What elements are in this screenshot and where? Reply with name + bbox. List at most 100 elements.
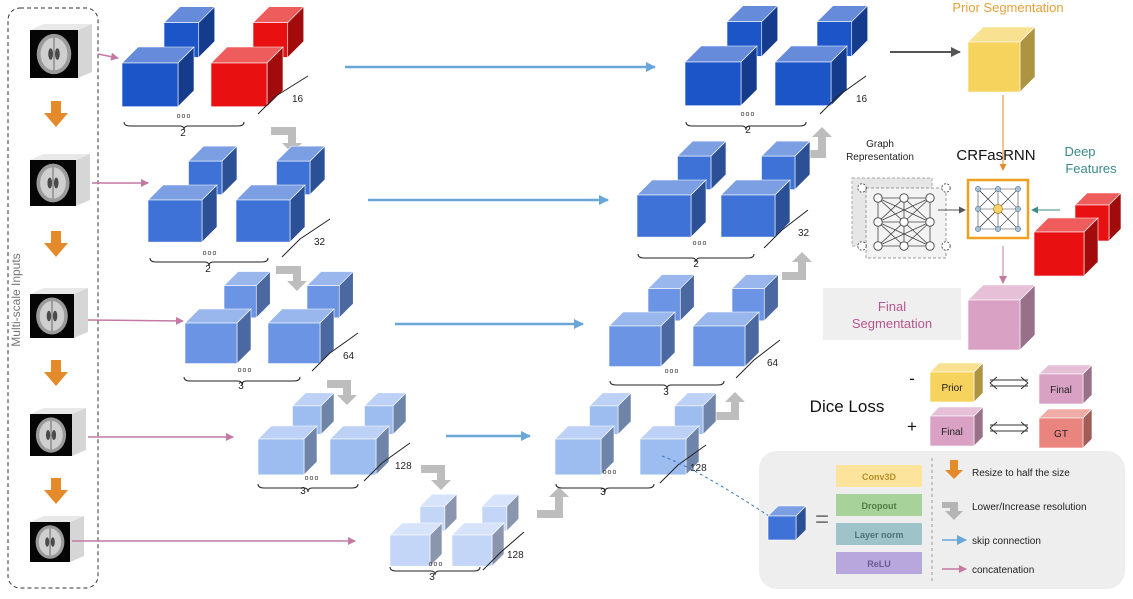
dice-term-gt: GT <box>1038 408 1093 449</box>
graph-node <box>925 193 935 203</box>
legend-layer-swatch <box>836 552 922 574</box>
legend-resolution-label: Lower/Increase resolution <box>972 502 1087 513</box>
final-segmentation-label-bg <box>823 288 961 340</box>
resize-arrow-0 <box>44 101 68 127</box>
prior-segmentation-title: Prior Segmentation <box>952 0 1063 15</box>
dice-loss-title: Dice Loss <box>810 397 885 416</box>
encoder-level-1-channels: 32 <box>314 237 326 248</box>
legend-layer-label: ReLU <box>867 559 891 569</box>
graph-representation <box>851 177 951 259</box>
prior-segmentation-cube <box>967 26 1036 93</box>
encoder-level-1: ooo 2 32 <box>147 145 331 275</box>
dice-loss-minus-sign: - <box>909 369 915 388</box>
down-elbow-arrow-2 <box>276 266 307 291</box>
back-cube <box>676 140 727 191</box>
front-cube <box>720 179 791 238</box>
encoder-level-1-ellipsis: ooo <box>203 250 218 257</box>
decoder-level-0-ellipsis: ooo <box>741 111 756 118</box>
decoder-level-1-channels: 32 <box>798 228 810 239</box>
dice-term-prior-label: Prior <box>941 383 963 394</box>
legend-layer-label: Layer norm <box>854 530 903 540</box>
front-cube <box>639 425 700 476</box>
deep-features-cubes <box>1033 192 1122 277</box>
dice-term-prior: Prior <box>929 362 984 403</box>
decoder-level-3-count: 3 <box>600 487 606 498</box>
decoder-level-1-ellipsis: ooo <box>693 240 708 247</box>
skip-connections <box>345 62 656 441</box>
dice-term-final-top: Final <box>1038 364 1093 405</box>
legend-equals-sign: = <box>815 506 829 533</box>
block-dashed-link <box>661 455 785 527</box>
encoder-level-4-pair-2 <box>451 493 520 567</box>
decoder-level-1-channel-brace <box>763 209 809 249</box>
front-cube <box>389 522 443 567</box>
encoder-level-2-pair-1 <box>184 270 271 365</box>
dice-term-gt-cube <box>1038 408 1093 449</box>
crf-title: CRFasRNN <box>956 147 1035 164</box>
encoder-level-4-pair-1 <box>389 493 458 567</box>
decoder-level-2-count: 3 <box>663 387 669 398</box>
graph-node <box>857 183 867 193</box>
decoder-level-2-channel-brace <box>735 339 781 379</box>
front-cube <box>267 308 335 365</box>
graph-node <box>925 217 935 227</box>
input-mri-slice-3 <box>30 408 86 456</box>
gray-elbow-arrow-icon <box>942 502 963 520</box>
down-elbow-arrow-3 <box>327 380 357 405</box>
final-segmentation-label-line2: Segmentation <box>852 316 932 331</box>
input-mri-slice-1 <box>30 154 90 206</box>
crf-node <box>975 186 981 192</box>
back-cube <box>223 270 271 319</box>
encoder-level-4-ellipsis: ooo <box>429 561 444 568</box>
dice-term-final-bottom-cube <box>929 406 984 447</box>
concat-arrow-level2 <box>87 316 184 325</box>
front-cube <box>684 45 758 107</box>
legend-layer-swatch <box>836 523 922 545</box>
concat-arrow-level0 <box>97 52 119 61</box>
decoder-level-2-pair-2 <box>692 273 779 368</box>
decoder-level-2-channels: 64 <box>767 358 779 369</box>
final-segmentation-cube <box>967 284 1036 351</box>
dice-loss-plus-sign: + <box>907 417 917 436</box>
legend-layer-swatch <box>836 494 922 516</box>
decoder-level-3-pair-2 <box>639 392 717 476</box>
decoder-level-2-count-brace <box>609 380 725 390</box>
input-mri-slice-0 <box>30 24 92 78</box>
deep-features-label-line1: Deep <box>1064 144 1095 159</box>
decoder-level-3-ellipsis: ooo <box>603 469 618 476</box>
encoder-level-3-pair-1 <box>257 392 335 476</box>
resolution-arrows <box>271 127 832 518</box>
encoder-level-1-count-brace <box>149 257 269 267</box>
decoder-level-0-pair-2 <box>774 4 869 107</box>
encoder-level-3-ellipsis: ooo <box>305 475 320 482</box>
input-mri-slice-2 <box>30 288 88 338</box>
input-mri-slice-4 <box>30 516 84 562</box>
front-cube <box>147 184 218 243</box>
double-arrow-row2 <box>989 421 1029 435</box>
crf-node <box>975 206 981 212</box>
front-cube <box>692 311 760 368</box>
encoder-level-1-count: 2 <box>205 264 211 275</box>
legend-icons <box>942 460 967 573</box>
front-cube <box>774 45 848 107</box>
decoder-level-1-count-brace <box>637 253 755 263</box>
encoder-level-0-pair-1 <box>121 5 216 108</box>
front-cube <box>451 522 505 567</box>
multi-scale-inputs-frame <box>7 7 99 589</box>
front-cube <box>554 425 615 476</box>
front-cube <box>210 46 284 108</box>
decoder-level-3-channel-brace <box>659 444 707 484</box>
orange-down-arrow-icon <box>945 460 963 479</box>
graph-node <box>899 217 909 227</box>
legend-block-cube-body <box>767 505 807 541</box>
multi-scale-inputs-label: Multi-scale Inputs <box>9 253 23 346</box>
front-cube <box>329 425 390 476</box>
encoder-level-1-pair-2 <box>235 145 326 243</box>
encoder-level-3-count: 3 <box>300 486 306 497</box>
front-cube <box>121 46 195 108</box>
encoder-level-2-channel-brace <box>311 332 359 372</box>
